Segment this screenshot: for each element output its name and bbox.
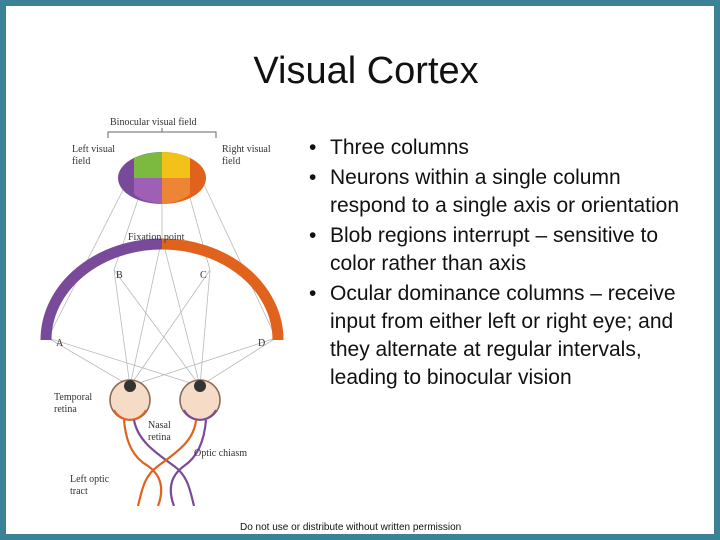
label-nasal-1: Nasal	[148, 420, 171, 431]
slide-title: Visual Cortex	[253, 50, 479, 92]
label-temporal-1: Temporal	[54, 392, 92, 403]
left-field-arc	[40, 238, 163, 341]
label-binocular-field: Binocular visual field	[110, 117, 197, 128]
label-temporal-2: retina	[54, 404, 77, 415]
label-left-tract-1: Left optic	[70, 474, 110, 485]
bullet-item: Blob regions interrupt – sensitive to co…	[306, 222, 698, 278]
bullet-item: Neurons within a single column respond t…	[306, 164, 698, 220]
binocular-bracket	[107, 128, 217, 138]
label-right-field-1: Right visual	[222, 144, 271, 155]
label-left-tract-2: tract	[70, 486, 88, 497]
visual-field-ellipse	[118, 152, 206, 204]
projection-lines	[47, 175, 277, 387]
label-point-a: A	[56, 338, 64, 349]
optic-nerves	[122, 419, 208, 506]
left-eye	[109, 379, 151, 421]
label-left-field-2: field	[72, 156, 90, 167]
right-eye	[179, 379, 221, 421]
bullet-list: Three columns Neurons within a single co…	[306, 134, 698, 394]
bullet-item: Three columns	[306, 134, 698, 162]
label-point-b: B	[116, 270, 123, 281]
label-right-field-2: field	[222, 156, 240, 167]
visual-pathway-diagram: Binocular visual field Left visual field…	[40, 117, 284, 506]
label-fixation-point: Fixation point	[128, 232, 185, 243]
label-point-c: C	[200, 270, 207, 281]
right-field-arc	[161, 238, 284, 341]
copyright-footer: Do not use or distribute without written…	[240, 522, 462, 533]
bullet-item: Ocular dominance columns – receive input…	[306, 280, 698, 392]
label-optic-chiasm: Optic chiasm	[194, 448, 247, 459]
label-point-d: D	[258, 338, 265, 349]
label-nasal-2: retina	[148, 432, 171, 443]
label-left-field-1: Left visual	[72, 144, 115, 155]
